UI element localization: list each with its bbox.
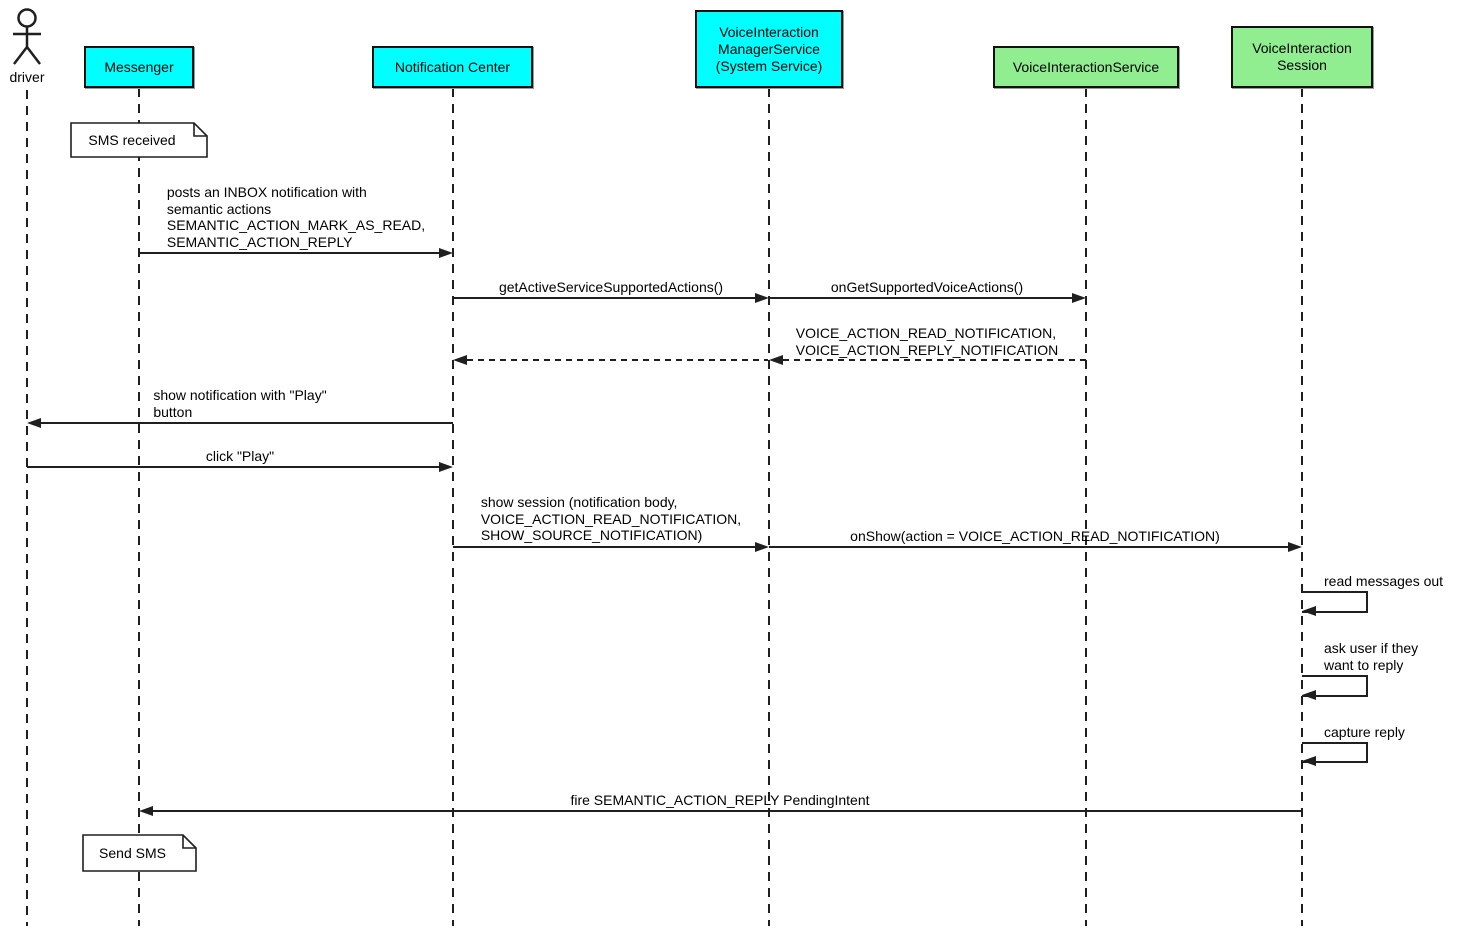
arrowhead-icon <box>27 418 41 428</box>
arrowhead-icon <box>1302 756 1316 766</box>
note-text: Send SMS <box>99 845 166 861</box>
arrowhead-icon <box>755 293 769 303</box>
message-label-fire-reply: fire SEMANTIC_ACTION_REPLY PendingIntent <box>570 792 870 808</box>
participant-notification-center: Notification Center <box>372 46 533 88</box>
arrowhead-icon <box>139 806 153 816</box>
actor-stick-figure-icon <box>13 8 41 65</box>
message-label-click-play: click "Play" <box>205 448 275 464</box>
message-label-on-get: onGetSupportedVoiceActions() <box>830 279 1024 295</box>
lifeline-voice-interaction-service <box>1085 88 1087 926</box>
arrowhead-icon <box>1072 293 1086 303</box>
message-line-on-get <box>769 297 1074 299</box>
message-label-on-show: onShow(action = VOICE_ACTION_READ_NOTIFI… <box>850 528 1220 544</box>
message-label-show-notification: show notification with "Play" button <box>153 387 327 420</box>
participant-label: VoiceInteraction <box>1252 40 1352 56</box>
selfloop-ask-user <box>1302 675 1368 697</box>
arrowhead-icon <box>1288 542 1302 552</box>
message-label-post-inbox: posts an INBOX notification with semanti… <box>166 184 426 250</box>
message-line-click-play <box>27 466 441 468</box>
selfloop-capture-reply <box>1302 742 1368 763</box>
arrowhead-icon <box>1302 690 1316 700</box>
message-line-show-session <box>453 546 757 548</box>
message-label-voice-actions-return: VOICE_ACTION_READ_NOTIFICATION, VOICE_AC… <box>795 325 1059 358</box>
participant-voice-interaction-session: VoiceInteraction Session <box>1231 26 1373 88</box>
message-line-show-notification <box>41 422 453 424</box>
message-label-get-active: getActiveServiceSupportedActions() <box>498 279 724 295</box>
note-shape <box>82 834 197 872</box>
return-line-to-notification-center <box>467 359 768 361</box>
note-text: SMS received <box>88 132 176 148</box>
participant-label: Messenger <box>104 58 174 75</box>
return-line-to-manager-service <box>783 359 1086 361</box>
lifeline-voice-interaction-session <box>1301 88 1303 926</box>
participant-voice-interaction-manager-service: VoiceInteraction ManagerService (System … <box>695 10 843 88</box>
participant-label: VoiceInteractionService <box>1012 58 1160 75</box>
message-line-get-active <box>453 297 757 299</box>
participant-label: (System Service) <box>715 57 823 74</box>
participant-voice-interaction-service: VoiceInteractionService <box>993 46 1179 88</box>
note-sms-received: SMS received <box>70 122 208 158</box>
arrowhead-icon <box>769 355 783 365</box>
lifeline-manager-service <box>768 88 770 926</box>
lifeline-notification-center <box>452 88 454 926</box>
message-label-capture-reply: capture reply <box>1324 724 1405 740</box>
lifeline-driver <box>26 90 28 926</box>
selfloop-read-messages <box>1302 591 1368 613</box>
message-line-on-show <box>769 546 1290 548</box>
arrowhead-icon <box>1302 606 1316 616</box>
message-line-fire-reply <box>153 810 1302 812</box>
participant-label: ManagerService <box>718 40 820 57</box>
note-send-sms: Send SMS <box>82 834 197 872</box>
participant-label: Notification Center <box>394 58 511 75</box>
message-line-post-inbox <box>139 252 441 254</box>
participant-label: VoiceInteraction <box>719 23 819 40</box>
arrowhead-icon <box>439 248 453 258</box>
message-label-show-session: show session (notification body, VOICE_A… <box>480 494 742 543</box>
lifeline-messenger <box>138 88 140 926</box>
arrowhead-icon <box>439 462 453 472</box>
message-label-read-messages: read messages out <box>1324 573 1444 589</box>
message-label-ask-user: ask user if they want to reply <box>1324 640 1419 673</box>
participant-messenger: Messenger <box>84 46 194 88</box>
arrowhead-icon <box>755 542 769 552</box>
note-shape <box>70 122 208 158</box>
arrowhead-icon <box>453 355 467 365</box>
actor-label: driver <box>9 69 45 85</box>
participant-label: Session <box>1277 57 1327 73</box>
